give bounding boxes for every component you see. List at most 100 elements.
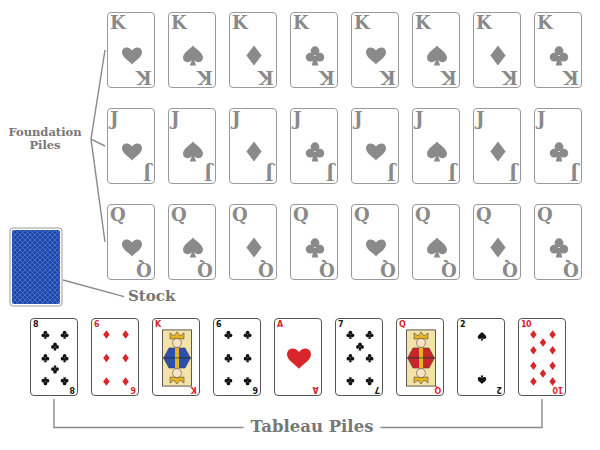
suit-symbol [246,238,261,258]
suit-symbol [122,330,128,339]
tableau-card: KK [152,318,200,396]
card-rank: 7 [375,385,380,393]
card-rank: K [197,68,213,86]
card-rank: K [171,14,187,32]
tableau-card: 22 [457,318,505,396]
card-rank: Q [197,260,213,278]
card-rank: Q [435,385,441,393]
card-rank: K [563,68,579,86]
card-rank: K [293,14,309,32]
foundation-card: KK [107,12,155,88]
card-rank: J [354,110,363,128]
card-rank: K [476,14,492,32]
card-rank: J [570,164,579,182]
suit-symbol [530,330,536,339]
suit-symbol [61,354,69,362]
suit-symbol [478,332,487,341]
card-rank: J [171,110,180,128]
suit-symbol [530,362,536,371]
card-rank: A [277,321,283,329]
foundation-card: JJ [107,108,155,184]
suit-symbol [61,377,69,385]
card-rank: J [509,164,518,182]
card-rank: Q [293,206,309,224]
foundation-card: KK [229,12,277,88]
suit-symbol [122,377,128,386]
suit-symbol [550,46,568,65]
card-rank: Q [476,206,492,224]
foundation-card: JJ [290,108,338,184]
tableau-card: AA [274,318,322,396]
foundation-card: QQ [168,204,216,280]
card-rank: K [415,14,431,32]
card-rank: J [387,164,396,182]
foundation-card: JJ [534,108,582,184]
foundation-card: QQ [107,204,155,280]
card-rank: Q [171,206,187,224]
suit-symbol [224,354,232,362]
foundation-card: KK [351,12,399,88]
bracket-line [91,139,105,146]
suit-symbol [224,377,232,385]
suit-symbol [366,377,374,385]
card-rank: 6 [216,321,221,329]
suit-symbol [366,331,374,339]
suit-symbol [366,144,386,161]
tableau-card: 88 [30,318,78,396]
bracket-line [91,50,105,139]
card-rank: A [313,385,319,393]
suit-symbol [549,377,555,386]
suit-symbol [530,377,536,386]
card-rank: J [232,110,241,128]
suit-symbol [490,46,505,66]
suit-symbol [103,377,109,386]
foundation-card: JJ [412,108,460,184]
bracket-line [380,399,542,427]
card-rank: Q [415,206,431,224]
suit-symbol [427,142,447,162]
card-rank: Q [136,260,152,278]
bracket-line [54,399,244,427]
card-rank: K [537,14,553,32]
suit-symbol [427,238,447,258]
suit-symbol [61,331,69,339]
suit-symbol [122,240,142,257]
card-rank: J [448,164,457,182]
suit-symbol [183,142,203,162]
foundation-card: KK [473,12,521,88]
foundation-card: KK [534,12,582,88]
suit-symbol [122,354,128,363]
suit-symbol [306,238,324,257]
foundation-card: KK [412,12,460,88]
card-rank: 2 [497,385,502,393]
section-label: Foundation Piles [2,126,88,152]
tableau-card: QQ [396,318,444,396]
card-rank: 8 [70,385,75,393]
tableau-card: 1010 [518,318,566,396]
card-rank: 8 [33,321,38,329]
foundation-card: QQ [290,204,338,280]
suit-symbol [103,330,109,339]
card-rank: K [110,14,126,32]
card-rank: J [293,110,302,128]
card-rank: K [354,14,370,32]
bracket-line [63,280,124,297]
card-rank: K [441,68,457,86]
suit-symbol [122,48,142,65]
card-rank: Q [502,260,518,278]
suit-symbol [346,377,354,385]
tableau-card: 66 [213,318,261,396]
suit-symbol [427,46,447,66]
card-rank: K [191,385,197,393]
card-rank: 10 [521,321,531,329]
section-label: Stock [128,288,175,305]
card-rank: K [136,68,152,86]
leader-lines [54,50,542,427]
suit-symbol [549,362,555,371]
suit-symbol [244,354,252,362]
card-rank: Q [319,260,335,278]
card-rank: J [204,164,213,182]
suit-symbol [41,331,49,339]
suit-symbol [530,346,536,355]
